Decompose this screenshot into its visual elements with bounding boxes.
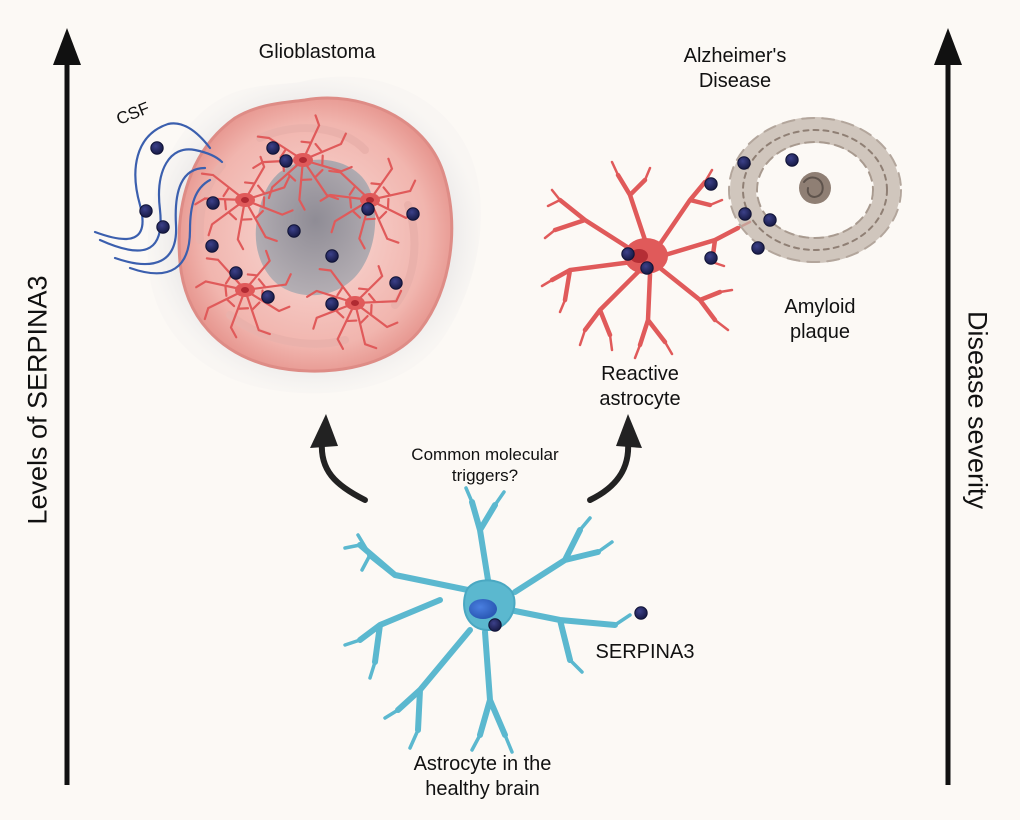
serpina3-dot bbox=[738, 207, 752, 221]
serpina3-dot bbox=[704, 177, 718, 191]
healthy-label-line2: healthy brain bbox=[425, 778, 540, 800]
serpina3-legend-label: SERPINA3 bbox=[595, 641, 695, 663]
csf-lines bbox=[93, 122, 224, 275]
glioblastoma-tumor bbox=[147, 76, 481, 394]
triggers-line2: triggers? bbox=[451, 466, 519, 486]
left-axis-arrowhead bbox=[53, 28, 81, 65]
right-axis-arrowhead bbox=[934, 28, 962, 65]
reactive-astrocyte bbox=[540, 160, 752, 360]
arrow-to-glioblastoma bbox=[310, 414, 368, 503]
serpina3-dot bbox=[361, 202, 375, 216]
common-triggers-label: Common molecular triggers? bbox=[375, 444, 595, 487]
serpina3-dot bbox=[621, 247, 635, 261]
serpina3-dot bbox=[763, 213, 777, 227]
serpina3-dot bbox=[488, 618, 502, 632]
reactive-astrocyte-label: Reactive astrocyte bbox=[560, 362, 720, 412]
serpina3-dot bbox=[205, 239, 219, 253]
reactive-label-line1: Reactive bbox=[601, 363, 679, 385]
serpina3-dot bbox=[737, 156, 751, 170]
glioblastoma-astrocyte bbox=[195, 249, 292, 339]
amyloid-plaque-label: Amyloid plaque bbox=[745, 295, 895, 345]
triggers-line1: Common molecular bbox=[411, 445, 559, 464]
amyloid-label-line2: plaque bbox=[789, 321, 851, 343]
alzheimers-title-line2: Disease bbox=[698, 70, 772, 92]
amyloid-label-line1: Amyloid bbox=[784, 296, 856, 318]
serpina3-dot bbox=[261, 290, 275, 304]
serpina3-dot bbox=[389, 276, 403, 290]
serpina3-dot bbox=[139, 204, 153, 218]
serpina3-dot bbox=[751, 241, 765, 255]
healthy-astrocyte-label: Astrocyte in the healthy brain bbox=[385, 752, 580, 802]
serpina3-dot bbox=[634, 606, 648, 620]
arrow-to-alzheimers bbox=[587, 414, 642, 503]
serpina3-dot bbox=[229, 266, 243, 280]
healthy-label-line1: Astrocyte in the bbox=[413, 753, 552, 775]
serpina3-dot bbox=[704, 251, 718, 265]
serpina3-dot bbox=[785, 153, 799, 167]
glioblastoma-title: Glioblastoma bbox=[258, 41, 376, 63]
amyloid-plaque bbox=[728, 117, 902, 263]
glioblastoma-astrocyte bbox=[306, 265, 403, 350]
serpina3-dot bbox=[150, 141, 164, 155]
y-axis-serpina3-label: Levels of SERPINA3 bbox=[22, 275, 53, 525]
serpina3-dot bbox=[279, 154, 293, 168]
alzheimers-title-line1: Alzheimer's bbox=[683, 45, 787, 67]
serpina3-dot bbox=[156, 220, 170, 234]
serpina3-dot bbox=[325, 249, 339, 263]
glioblastoma-astrocyte bbox=[194, 155, 294, 251]
serpina3-dot bbox=[640, 261, 654, 275]
serpina3-dot bbox=[325, 297, 339, 311]
serpina3-dot bbox=[266, 141, 280, 155]
serpina3-dot bbox=[287, 224, 301, 238]
alzheimers-title: Alzheimer's Disease bbox=[655, 44, 815, 94]
healthy-astrocyte bbox=[343, 486, 632, 754]
serpina3-dot bbox=[206, 196, 220, 210]
reactive-label-line2: astrocyte bbox=[599, 388, 681, 410]
y-axis-severity-label: Disease severity bbox=[962, 310, 993, 510]
serpina3-dot bbox=[406, 207, 420, 221]
